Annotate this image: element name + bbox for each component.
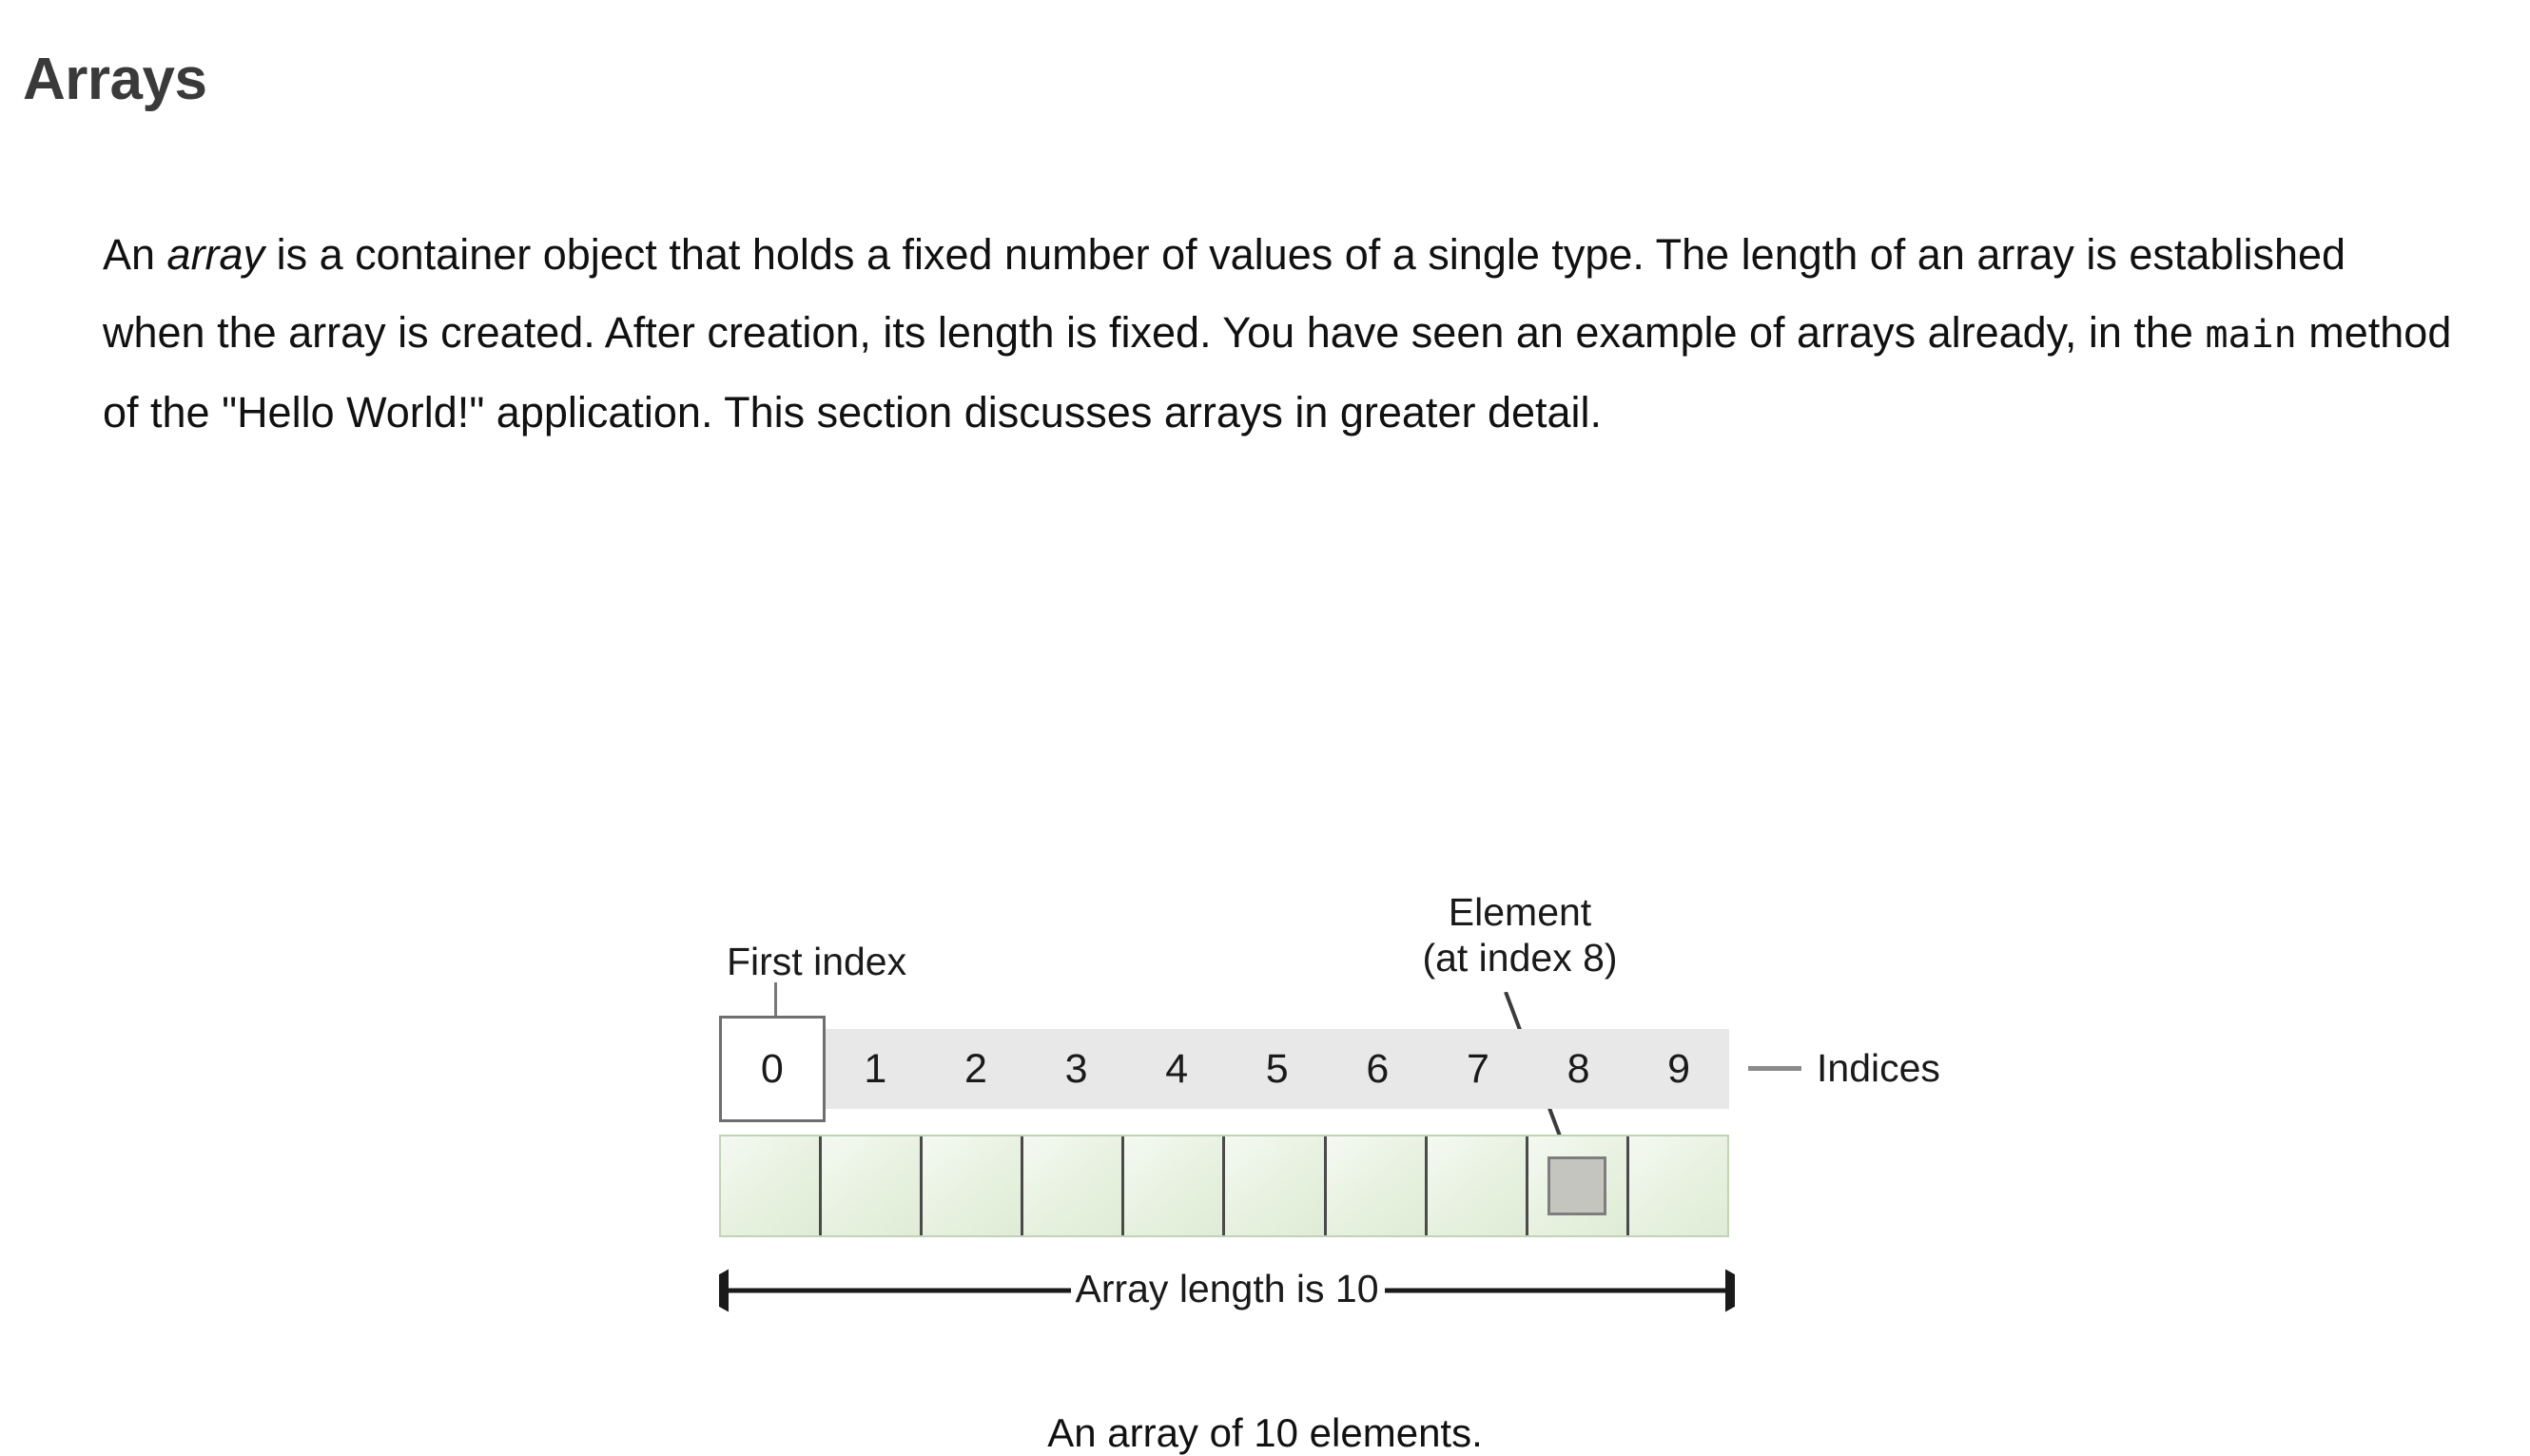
page-title: Arrays (23, 46, 207, 112)
index-cell-9: 9 (1667, 1045, 1691, 1092)
arrays-tutorial-page: Arrays An array is a container object th… (0, 46, 2530, 1455)
array-diagram-figure: First index Element (at index 8) 0 1 2 3… (0, 433, 2530, 1455)
index-cell-7: 7 (1466, 1045, 1489, 1092)
array-cell-7 (1427, 1136, 1528, 1235)
index-cell-6: 6 (1366, 1045, 1390, 1092)
indices-label: Indices (1817, 1046, 1940, 1090)
figure-caption: An array of 10 elements. (1047, 1410, 1483, 1455)
first-index-leader-line (774, 982, 777, 1030)
array-cell-5 (1225, 1136, 1327, 1235)
paragraph-emphasis-array: array (166, 230, 265, 279)
paragraph-code-main: main (2205, 313, 2297, 357)
index-cell-8: 8 (1567, 1045, 1590, 1092)
paragraph-part-3: method of the "Hello World!" application… (103, 308, 2452, 437)
indices-row: 0 1 2 3 4 5 6 7 8 9 (719, 1016, 1729, 1122)
index-cell-1: 1 (864, 1045, 887, 1092)
index-cell-4: 4 (1165, 1045, 1189, 1092)
array-cell-3 (1023, 1136, 1125, 1235)
array-cell-6 (1326, 1136, 1428, 1235)
array-cell-2 (923, 1136, 1024, 1235)
element-label-line-2: (at index 8) (1422, 936, 1618, 980)
element-label-line-1: Element (1448, 890, 1592, 934)
index-cell-2: 2 (964, 1045, 987, 1092)
first-index-label: First index (727, 940, 907, 983)
array-cell-4 (1124, 1136, 1226, 1235)
indices-leader-dash (1748, 1066, 1801, 1071)
array-cells-row (719, 1135, 1729, 1237)
array-length-arrow (719, 1269, 1735, 1312)
index-cell-3: 3 (1064, 1045, 1088, 1092)
index-cell-5: 5 (1265, 1045, 1289, 1092)
body-paragraph: An array is a container object that hold… (103, 216, 2457, 452)
array-cell-8 (1528, 1136, 1629, 1235)
array-cell-0 (721, 1136, 823, 1235)
array-cell-9 (1628, 1136, 1727, 1235)
element-label: Element (at index 8) (1377, 889, 1663, 980)
paragraph-part-1: An (103, 230, 167, 279)
array-cell-1 (822, 1136, 924, 1235)
paragraph-part-2: is a container object that holds a fixed… (103, 230, 2346, 357)
element-box (1547, 1156, 1607, 1215)
index-cell-0: 0 (719, 1016, 826, 1122)
